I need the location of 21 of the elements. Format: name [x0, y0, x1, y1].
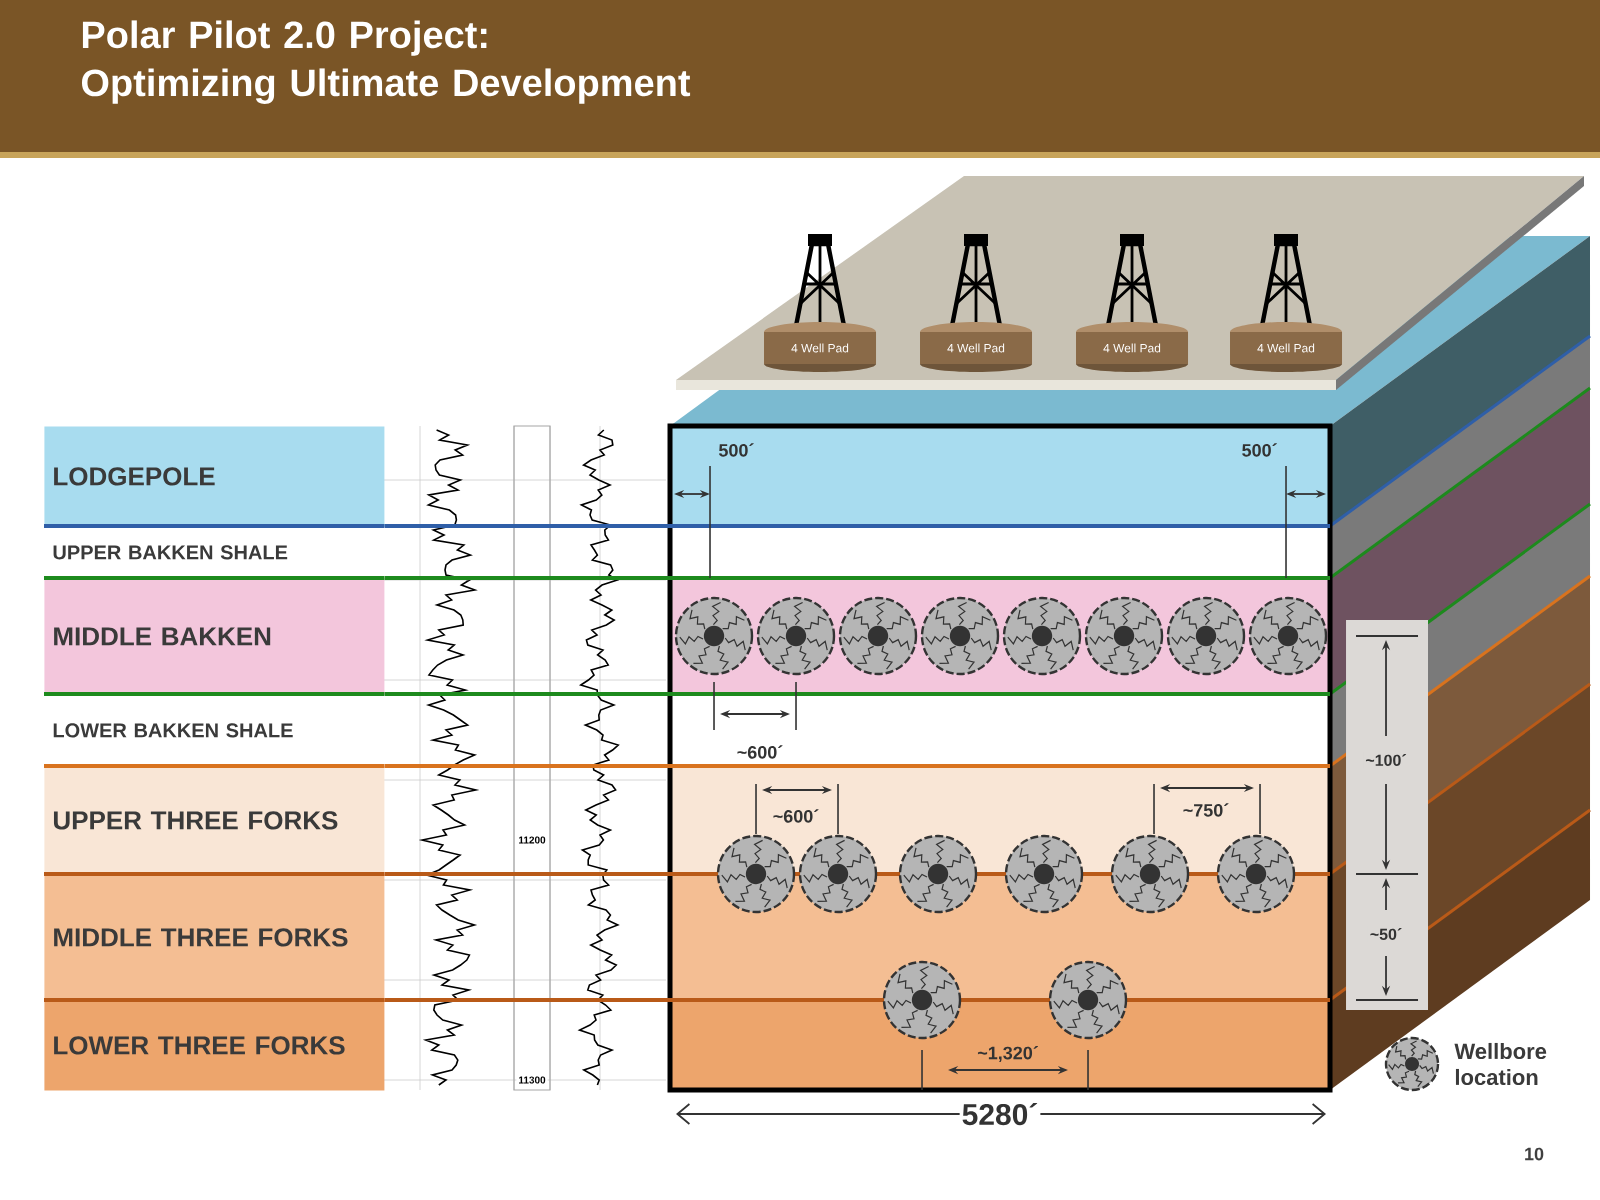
- formation-band: LOWER BAKKEN SHALE: [44, 694, 385, 767]
- formation-band: LOWER THREE FORKS: [44, 1000, 385, 1091]
- dimension-label: 5280´: [959, 1100, 1041, 1128]
- formation-band: MIDDLE BAKKEN: [44, 578, 385, 695]
- dimension-label: ~100´: [1363, 752, 1409, 768]
- dimension-label: ~1,320´: [977, 1046, 1038, 1062]
- formation-band: LODGEPOLE: [44, 426, 385, 527]
- node-label: LOWER BAKKEN SHALE: [53, 723, 293, 738]
- dimension-label: 500´: [1242, 443, 1277, 457]
- dimension-label: ~600´: [737, 745, 783, 759]
- dimension-label: ~50´: [1367, 926, 1405, 942]
- node-label: UPPER BAKKEN SHALE: [53, 545, 288, 560]
- formation-band: MIDDLE THREE FORKS: [44, 874, 385, 1001]
- dimension-label: ~750´: [1183, 803, 1229, 817]
- dimension-label: 500´: [719, 443, 754, 457]
- formation-band: UPPER BAKKEN SHALE: [44, 526, 385, 579]
- legend-label: Wellbore location: [1454, 1042, 1547, 1086]
- slide-title: Polar Pilot 2.0 Project: Optimizing Ultimate Development: [81, 20, 691, 104]
- dimension-label: ~600´: [773, 809, 819, 823]
- page-number: 10: [1525, 1147, 1544, 1161]
- formation-band: UPPER THREE FORKS: [44, 766, 385, 875]
